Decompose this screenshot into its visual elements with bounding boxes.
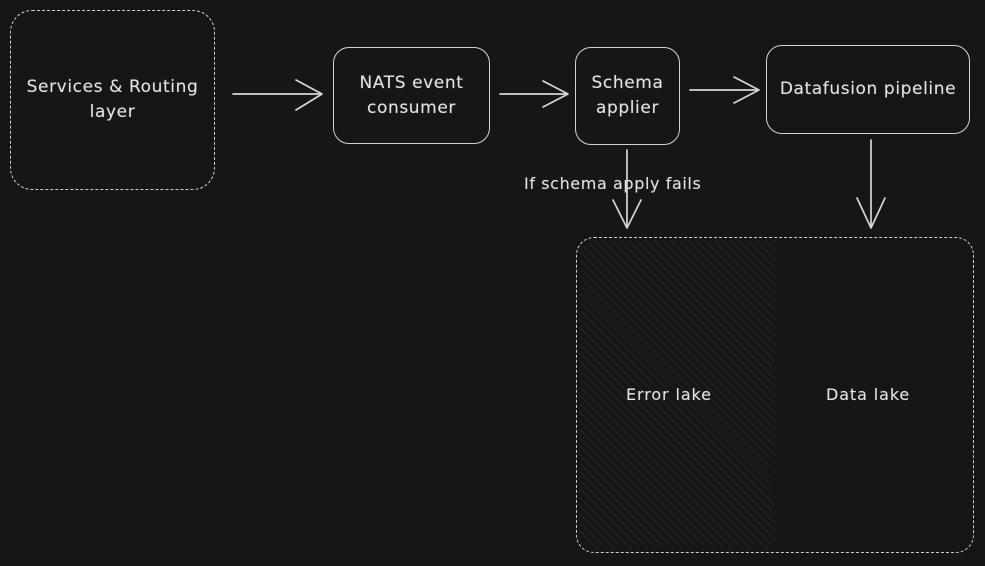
node-lake-container[interactable] — [576, 237, 974, 553]
arrow-nats-to-schema — [499, 80, 569, 108]
node-label-schema-applier: Schema applier — [591, 73, 664, 118]
arrow-services-to-nats — [232, 79, 323, 111]
node-schema-applier[interactable]: Schema applier — [575, 47, 680, 145]
zone-label-error-lake: Error lake — [626, 385, 712, 404]
node-datafusion-pipeline[interactable]: Datafusion pipeline — [766, 45, 970, 134]
zone-label-data-lake: Data lake — [826, 385, 911, 404]
arrow-datafusion-to-data-lake — [856, 139, 886, 229]
node-label-nats-event-consumer: NATS event consumer — [359, 72, 464, 118]
node-label-services-routing-layer: Services & Routing layer — [26, 77, 199, 122]
arrow-schema-to-datafusion — [689, 76, 760, 104]
node-label-datafusion-pipeline: Datafusion pipeline — [779, 79, 957, 100]
node-nats-event-consumer[interactable]: NATS event consumer — [333, 47, 490, 144]
node-services-routing-layer[interactable]: Services & Routing layer — [10, 10, 215, 190]
edge-label-if-schema-apply-fails: If schema apply fails — [524, 174, 702, 193]
